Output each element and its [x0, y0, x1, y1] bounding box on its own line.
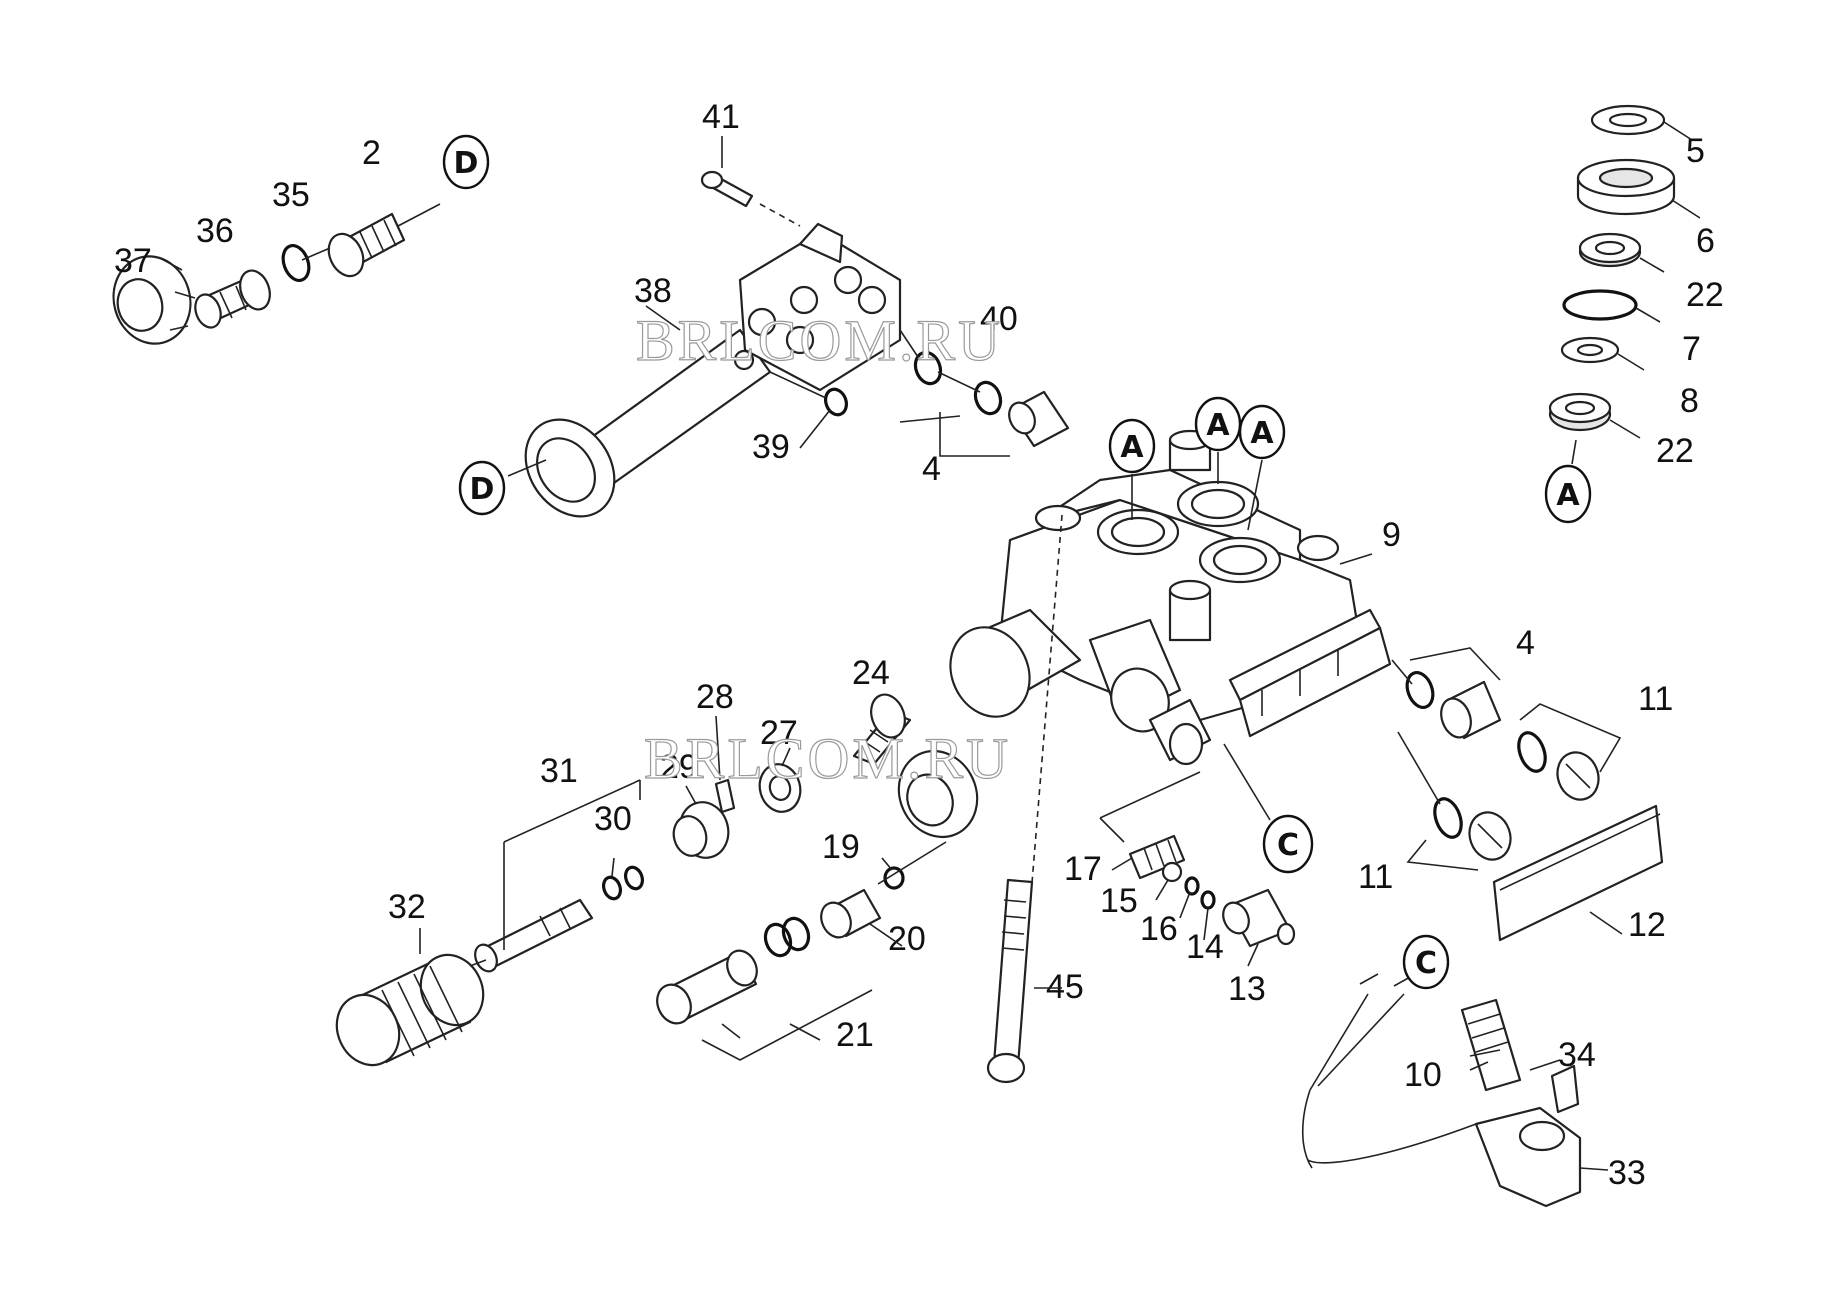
- pump-head-9: [949, 429, 1392, 766]
- knob-32: [335, 953, 485, 1067]
- microswitch-33: [1301, 973, 1582, 1208]
- ball-15: [1161, 861, 1183, 883]
- seal-ring-near-pump: [897, 749, 979, 839]
- inlet-housing-38: [524, 222, 902, 518]
- o-ring-14: [1200, 890, 1216, 910]
- label-17: 17: [1064, 850, 1102, 888]
- watermark-bottom: BRLCOM.RU: [644, 726, 1011, 791]
- label-28: 28: [696, 678, 734, 716]
- filter-2: [327, 212, 406, 278]
- svg-text:D: D: [454, 146, 479, 181]
- svg-text:A: A: [1556, 478, 1580, 513]
- label-5: 5: [1686, 132, 1705, 170]
- label-34: 34: [1558, 1036, 1596, 1074]
- label-2: 2: [362, 134, 381, 172]
- label-38: 38: [634, 272, 672, 310]
- valve-29: [672, 801, 730, 859]
- label-11a: 11: [1638, 680, 1673, 718]
- filter-plate-12: [1492, 804, 1664, 942]
- valve-assembly-21: [656, 916, 811, 1025]
- marker-c-2: C: [1402, 934, 1450, 990]
- marker-a-1: A: [1108, 418, 1156, 474]
- svg-text:A: A: [1120, 430, 1144, 465]
- plug-11-upper: [1517, 731, 1600, 801]
- label-22a: 22: [1686, 276, 1724, 314]
- plug-11-lower: [1433, 797, 1512, 861]
- label-4b: 4: [1516, 624, 1535, 662]
- label-10: 10: [1404, 1056, 1442, 1094]
- label-29: 29: [660, 748, 698, 786]
- label-41: 41: [702, 98, 740, 136]
- marker-a-4: A: [1544, 464, 1592, 524]
- label-11b: 11: [1358, 858, 1393, 896]
- label-4a: 4: [922, 450, 941, 488]
- bolt-45: [986, 878, 1034, 1084]
- marker-d-1: D: [442, 134, 490, 190]
- washer-5: [1590, 104, 1666, 136]
- seal-22-top: [1578, 232, 1642, 268]
- label-24: 24: [852, 654, 890, 692]
- label-12: 12: [1628, 906, 1666, 944]
- label-7: 7: [1682, 330, 1701, 368]
- seal-27: [758, 763, 802, 813]
- marker-c-1: C: [1262, 814, 1314, 874]
- plunger-31: [474, 898, 594, 973]
- label-30: 30: [594, 800, 632, 838]
- cap-19: [883, 866, 905, 890]
- label-40: 40: [980, 300, 1018, 338]
- valve-13: [1222, 888, 1296, 948]
- valve-4-right: [1440, 680, 1502, 740]
- label-31: 31: [540, 752, 578, 790]
- o-ring-16: [1184, 876, 1200, 896]
- label-20: 20: [888, 920, 926, 958]
- washer-8: [1560, 336, 1620, 364]
- svg-text:D: D: [470, 472, 495, 507]
- label-45: 45: [1046, 968, 1084, 1006]
- o-ring-40: [913, 350, 1003, 416]
- pressure-switch-10: [1460, 998, 1522, 1092]
- valve-4-top: [1008, 390, 1070, 448]
- label-19: 19: [822, 828, 860, 866]
- spring-17: [1128, 834, 1186, 880]
- label-21: 21: [836, 1016, 874, 1054]
- valve-spring-24: [852, 693, 912, 766]
- seal-6: [1576, 158, 1676, 216]
- valve-20: [820, 888, 882, 939]
- marker-a-3: A: [1238, 404, 1286, 460]
- label-22b: 22: [1656, 432, 1694, 470]
- label-16: 16: [1140, 910, 1178, 948]
- label-33: 33: [1608, 1154, 1646, 1192]
- marker-a-2: A: [1194, 396, 1242, 452]
- clip-34: [1550, 1064, 1580, 1114]
- label-15: 15: [1100, 882, 1138, 920]
- o-ring-35: [281, 243, 311, 283]
- label-37: 37: [114, 242, 152, 280]
- svg-text:A: A: [1250, 416, 1274, 451]
- svg-text:C: C: [1277, 828, 1299, 863]
- label-9: 9: [1382, 516, 1401, 554]
- label-32: 32: [388, 888, 426, 926]
- label-39: 39: [752, 428, 790, 466]
- label-27: 27: [760, 714, 798, 752]
- label-36: 36: [196, 212, 234, 250]
- bolt-41: [700, 170, 754, 208]
- svg-text:A: A: [1206, 408, 1230, 443]
- hose-nipple-36: [194, 269, 271, 329]
- pin-28: [714, 778, 736, 814]
- o-rings-30: [601, 865, 645, 901]
- o-ring-39: [824, 387, 848, 417]
- label-13: 13: [1228, 970, 1266, 1008]
- watermark-top: BRLCOM.RU: [636, 308, 1003, 373]
- seal-22-bottom: [1548, 392, 1612, 432]
- label-8: 8: [1680, 382, 1699, 420]
- svg-text:C: C: [1415, 946, 1437, 981]
- label-35: 35: [272, 176, 310, 214]
- o-ring-4-right: [1405, 670, 1435, 710]
- union-nut-37: [112, 255, 196, 345]
- marker-d-2: D: [458, 460, 506, 516]
- label-6: 6: [1696, 222, 1715, 260]
- o-ring-7: [1562, 289, 1638, 321]
